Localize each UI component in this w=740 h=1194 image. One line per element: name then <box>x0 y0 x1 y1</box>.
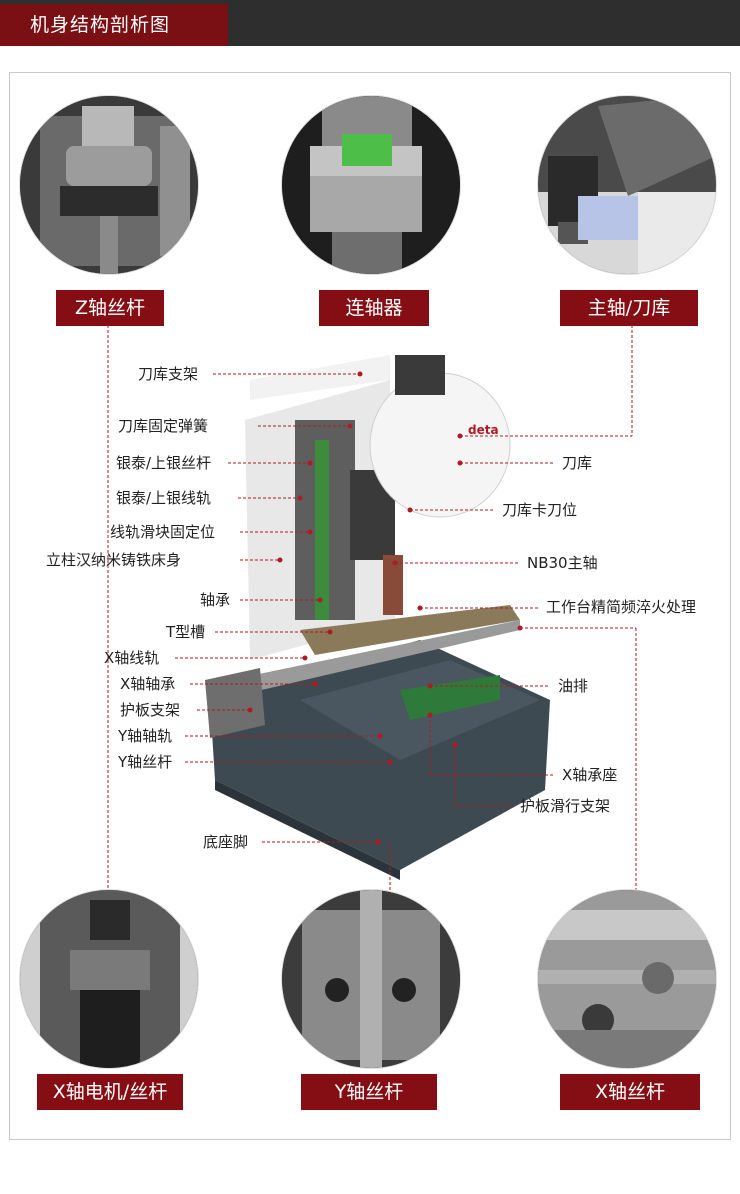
label-oil-drain: 油排 <box>558 677 589 695</box>
spindle-magazine-photo <box>538 96 716 274</box>
badge-y-screw: Y轴丝杆 <box>301 1074 437 1110</box>
label-tool-magazine-bracket: 刀库支架 <box>138 365 199 383</box>
x-screw-photo <box>538 890 716 1068</box>
label-silver-rail: 银泰/上银线轨 <box>116 489 212 507</box>
label-tool-clamp: 刀库卡刀位 <box>502 501 578 519</box>
label-column-body: 立柱汉纳米铸铁床身 <box>46 551 182 569</box>
page-title: 机身结构剖析图 <box>0 4 228 46</box>
badge-coupling: 连轴器 <box>319 290 429 326</box>
label-tool-magazine-spring: 刀库固定弹簧 <box>118 417 209 435</box>
badge-spindle-magazine: 主轴/刀库 <box>560 290 698 326</box>
label-guard-slide-bracket: 护板滑行支架 <box>520 797 611 815</box>
z-screw-photo <box>20 96 198 274</box>
header-bar: 机身结构剖析图 <box>0 0 740 46</box>
badge-x-motor-screw: X轴电机/丝杆 <box>37 1074 183 1110</box>
label-bearing: 轴承 <box>200 591 231 609</box>
y-screw-photo <box>282 890 460 1068</box>
coupling-photo <box>282 96 460 274</box>
label-rail-block-position: 线轨滑块固定位 <box>110 523 216 541</box>
label-base-foot: 底座脚 <box>203 833 249 851</box>
label-x-rail: X轴线轨 <box>104 649 160 667</box>
label-silver-screw: 银泰/上银丝杆 <box>116 454 212 472</box>
label-x-bearing: X轴轴承 <box>120 675 176 693</box>
x-motor-screw-photo <box>20 890 198 1068</box>
label-worktable: 工作台精简频淬火处理 <box>546 598 697 616</box>
label-x-bearing-seat: X轴承座 <box>562 766 618 784</box>
brand-logo: deta <box>468 423 499 437</box>
label-spindle: NB30主轴 <box>527 554 598 572</box>
content-frame <box>9 72 731 1140</box>
badge-x-screw: X轴丝杆 <box>560 1074 700 1110</box>
label-y-screw: Y轴丝杆 <box>118 753 173 771</box>
label-tool-magazine: 刀库 <box>562 454 593 472</box>
label-guard-bracket: 护板支架 <box>120 701 181 719</box>
label-y-rail: Y轴轴轨 <box>118 727 173 745</box>
label-t-slot: T型槽 <box>166 623 206 641</box>
badge-z-screw: Z轴丝杆 <box>56 290 164 326</box>
